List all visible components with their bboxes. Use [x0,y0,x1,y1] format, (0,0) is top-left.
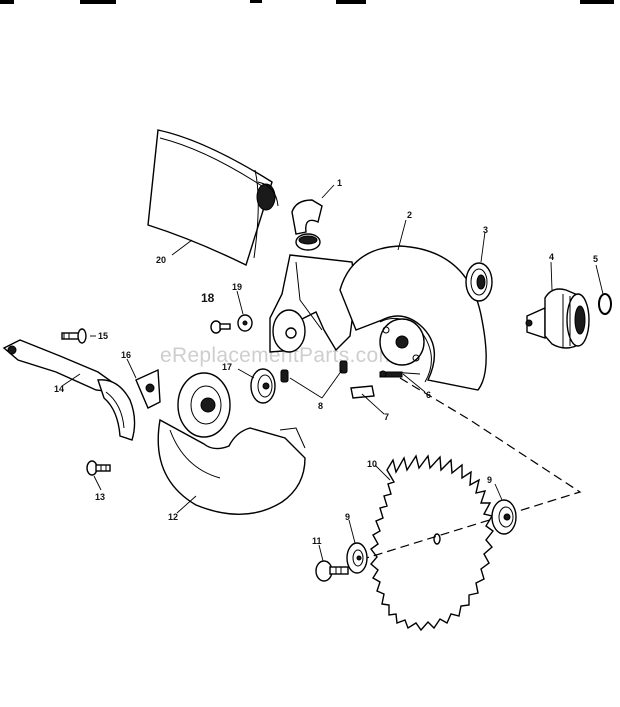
callout-9-right: 9 [487,475,492,485]
callout-19: 19 [232,282,242,292]
callout-2: 2 [407,210,412,220]
upper-blade-guard-part [339,245,487,391]
dust-bag-part [147,129,279,266]
arbor-bolt-part [315,560,349,582]
callout-3: 3 [483,225,488,235]
callout-18: 18 [201,291,215,305]
flange-bearing-part [250,368,276,404]
callout-labels: 1 2 3 4 5 6 7 8 9 9 10 11 12 13 14 15 16… [54,178,598,546]
callout-13: 13 [95,492,105,502]
alignment-line [359,377,582,561]
callout-20: 20 [156,255,166,265]
callout-4: 4 [549,252,554,262]
blade-washer-left-part [346,542,368,574]
spindle-part [525,288,590,349]
screw-part [210,320,231,334]
callout-10: 10 [367,459,377,469]
retaining-ring-part [598,293,612,315]
callout-14: 14 [54,384,64,394]
leader-lines [61,184,604,562]
callout-9-left: 9 [345,512,350,522]
washer-part [237,314,253,332]
motor-bracket-part [269,254,357,353]
callout-6: 6 [426,390,431,400]
guard-bracket-part [135,368,161,409]
callout-15: 15 [98,331,108,341]
elbow-part [291,199,323,251]
callout-7: 7 [384,412,389,422]
small-hardware-parts [280,360,403,399]
screw-13-part [86,460,111,476]
header-marks [0,0,614,4]
blade-washer-right-part [491,499,517,535]
callout-8: 8 [318,401,323,411]
lower-blade-guard-part [157,372,306,515]
callout-1: 1 [337,178,342,188]
bearing-part [465,262,493,302]
callout-17: 17 [222,362,232,372]
callout-16: 16 [121,350,131,360]
saw-blade-part [370,454,495,632]
screw-15-part [61,328,87,344]
callout-12: 12 [168,512,178,522]
callout-11: 11 [312,536,322,546]
link-arm-part [2,339,136,441]
callout-5: 5 [593,254,598,264]
